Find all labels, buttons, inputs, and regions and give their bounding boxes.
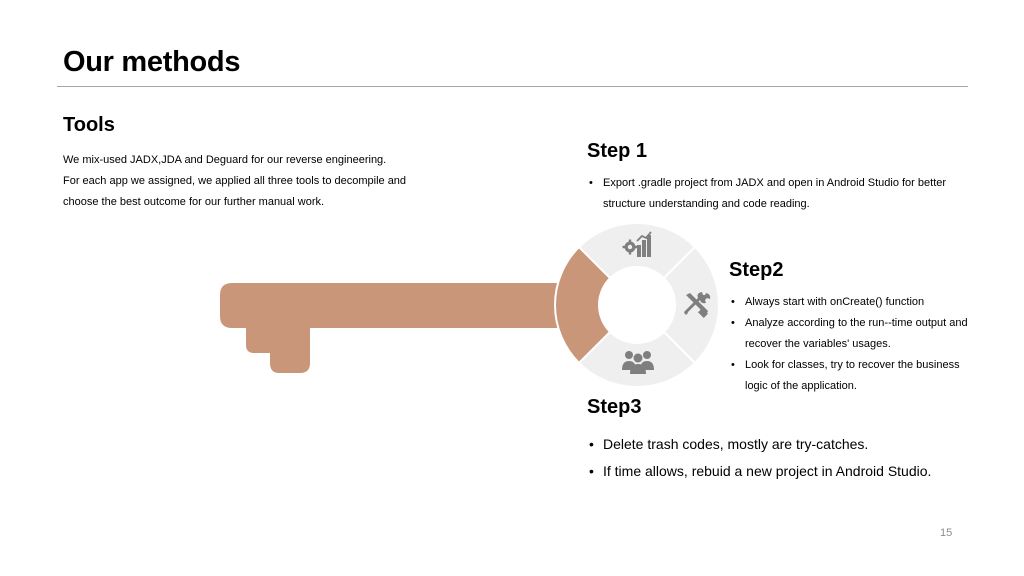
step2-bullets: Always start with onCreate() function An… <box>731 292 971 397</box>
step3-bullet: If time allows, rebuid a new project in … <box>589 458 989 485</box>
title-divider <box>57 86 968 87</box>
step2-heading: Step2 <box>729 259 784 281</box>
step1-heading: Step 1 <box>587 140 648 162</box>
tools-paragraph: We mix-used JADX,JDA and Deguard for our… <box>63 154 387 166</box>
slide-title: Our methods <box>63 46 241 78</box>
step2-bullet: Look for classes, try to recover the bus… <box>731 355 971 397</box>
step2-bullet: Analyze according to the run--time outpu… <box>731 313 971 355</box>
tools-paragraph: For each app we assigned, we applied all… <box>63 175 407 208</box>
tools-heading: Tools <box>63 114 115 136</box>
tools-icon <box>684 292 711 318</box>
key-shaft <box>220 283 580 373</box>
key-shaft-shape <box>220 283 580 373</box>
step3-bullets: Delete trash codes, mostly are try-catch… <box>589 431 989 485</box>
team-icon <box>622 351 654 374</box>
step2-bullet: Always start with onCreate() function <box>731 292 971 313</box>
step3-bullet: Delete trash codes, mostly are try-catch… <box>589 431 989 458</box>
tools-description: We mix-used JADX,JDA and Deguard for our… <box>63 150 408 213</box>
step1-bullet: Export .gradle project from JADX and ope… <box>589 173 959 215</box>
page-number: 15 <box>940 527 953 539</box>
gear-chart-icon <box>622 231 652 257</box>
step3-heading: Step3 <box>587 396 642 418</box>
step1-bullets: Export .gradle project from JADX and ope… <box>589 173 959 215</box>
key-bow-segment <box>554 245 612 365</box>
